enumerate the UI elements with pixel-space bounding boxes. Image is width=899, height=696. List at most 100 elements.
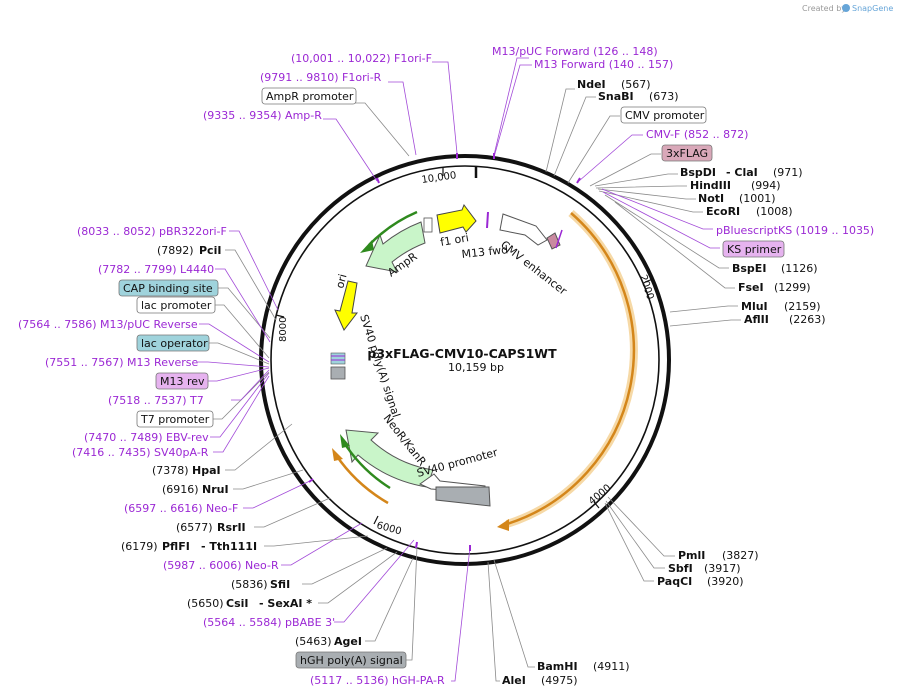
label-pmli[interactable]: PmlI	[678, 549, 705, 562]
plasmid-name: p3xFLAG-CMV10-CAPS1WT	[367, 346, 557, 361]
label-m13puc-forward: M13/pUC Forward (126 .. 148)	[492, 45, 658, 58]
label-hindiii[interactable]: HindIII	[690, 179, 731, 192]
label-sv40pa-r: (7416 .. 7435) SV40pA-R	[72, 446, 209, 459]
leader-ampr-promoter	[355, 102, 410, 157]
label-neo-r: (5987 .. 6006) Neo-R	[163, 559, 279, 572]
leader-ks-primer	[602, 191, 720, 249]
label-hindiii-pos: (994)	[751, 179, 781, 192]
hgh-polya-label-box[interactable]	[295, 651, 407, 669]
leader-amp-r	[323, 118, 378, 182]
leader-lac-promoter	[214, 304, 270, 359]
cmv-promoter-label-box[interactable]	[620, 106, 707, 124]
label-paqci-pos: (3920)	[707, 575, 744, 588]
leader-noti	[597, 188, 696, 200]
label-sbfi[interactable]: SbfI	[668, 562, 693, 575]
label-bspdi[interactable]: BspDI	[680, 166, 716, 179]
marker-neo-f	[308, 478, 314, 483]
label-f1ori-r: (9791 .. 9810) F1ori-R	[260, 71, 382, 84]
leader-fsei	[614, 201, 735, 289]
label-l4440: (7782 .. 7799) L4440	[98, 263, 214, 276]
leader-ecori	[598, 190, 703, 213]
label-ori: ori	[333, 273, 349, 290]
leader-m13-fwd	[493, 64, 532, 158]
leader-mlui	[669, 305, 738, 313]
leader-agei	[365, 557, 414, 642]
lac-promoter-label-box[interactable]	[136, 296, 216, 314]
leader-sv40pa-r	[213, 375, 270, 453]
label-ndei-pos: (567)	[621, 78, 651, 91]
tick-label-10000: 10,000	[421, 170, 457, 186]
label-paqci[interactable]: PaqCI	[657, 575, 692, 588]
marker-amp-r	[376, 177, 380, 184]
leader-ebv-rev	[210, 372, 270, 438]
neor-kanr-arrow	[345, 429, 434, 488]
backbone-inner-ring	[270, 165, 660, 555]
label-rsrii[interactable]: RsrII	[217, 521, 246, 534]
m13-rev-label-box[interactable]	[155, 372, 209, 390]
label-m13-reverse: (7551 .. 7567) M13 Reverse	[45, 356, 198, 369]
leader-t7-promoter	[212, 371, 270, 420]
tick-mark-6000	[373, 515, 379, 525]
created-by-text: Created by	[802, 4, 846, 13]
label-pmli-pos: (3827)	[722, 549, 759, 562]
label-pbluescriptks: pBluescriptKS (1019 .. 1035)	[716, 224, 874, 237]
label-ndei[interactable]: NdeI	[577, 78, 606, 91]
leader-csii	[318, 551, 398, 604]
label-bspei[interactable]: BspEI	[732, 262, 766, 275]
label-nrui[interactable]: NruI	[202, 483, 229, 496]
t7-promoter-label-box[interactable]	[136, 410, 214, 428]
lac-operator-label-box[interactable]	[136, 334, 210, 352]
label-csii[interactable]: CsiI	[226, 597, 248, 610]
label-cmv-enhancer: CMV enhancer	[498, 238, 569, 298]
label-hgh-polya: hGH poly(A) signal	[300, 654, 403, 667]
leader-m13-rev	[207, 367, 270, 382]
ampr-promoter-label-box[interactable]	[261, 87, 357, 105]
label-agei[interactable]: AgeI	[334, 635, 362, 648]
cap-binding-site-label-box[interactable]	[118, 279, 219, 297]
label-csii-pos: (5650)	[187, 597, 224, 610]
label-pcii[interactable]: PciI	[199, 244, 221, 257]
label-mlui[interactable]: MluI	[741, 300, 768, 313]
plasmid-size: 10,159 bp	[448, 361, 504, 374]
leader-sbfi	[605, 500, 665, 569]
label-alei[interactable]: AleI	[502, 674, 526, 687]
label-alei-pos: (4975)	[541, 674, 578, 687]
leader-aflii	[669, 319, 741, 327]
label-ecori[interactable]: EcoRI	[706, 205, 740, 218]
label-sbfi-pos: (3917)	[704, 562, 741, 575]
label-clai[interactable]: - ClaI	[726, 166, 758, 179]
lac-operator-box	[330, 352, 346, 365]
leader-neo-r	[281, 522, 363, 566]
ampr-orf-arrowhead	[360, 240, 374, 253]
label-bspdi-pos: (971)	[773, 166, 803, 179]
snapgene-branding[interactable]: Created by SnapGene	[802, 4, 893, 13]
label-pflfi[interactable]: PflFI	[162, 540, 190, 553]
label-neo-f: (6597 .. 6616) Neo-F	[124, 502, 238, 515]
leader-bspei	[604, 194, 729, 269]
leader-sfii	[302, 547, 388, 585]
ori-arrow	[334, 280, 359, 331]
label-fsei[interactable]: FseI	[738, 281, 764, 294]
leader-pbr322ori-f	[229, 230, 279, 311]
3xflag-label-box[interactable]	[661, 144, 713, 162]
label-f1ori-f: (10,001 .. 10,022) F1ori-F	[291, 52, 432, 65]
label-sv40-promoter: SV40 promoter	[415, 446, 499, 480]
leader-pflfi	[264, 535, 369, 547]
tick-mark-8000	[275, 314, 285, 318]
label-pcii-pos: (7892)	[157, 244, 194, 257]
label-tth111i[interactable]: - Tth111I	[201, 540, 257, 553]
label-aflii[interactable]: AflII	[744, 313, 769, 326]
label-hpai[interactable]: HpaI	[192, 464, 221, 477]
site-markers	[308, 153, 581, 551]
leader-pcii	[225, 249, 277, 321]
label-sfii[interactable]: SfiI	[270, 578, 290, 591]
label-bamhi[interactable]: BamHI	[537, 660, 578, 673]
m13-fwd-site	[486, 211, 489, 229]
leader-pbluescriptks	[601, 188, 713, 230]
label-ecori-pos: (1008)	[756, 205, 793, 218]
label-sexai[interactable]: - SexAI *	[259, 597, 312, 610]
label-noti[interactable]: NotI	[698, 192, 724, 205]
label-snabi[interactable]: SnaBI	[598, 90, 634, 103]
ks-primer-label-box[interactable]	[722, 240, 785, 258]
